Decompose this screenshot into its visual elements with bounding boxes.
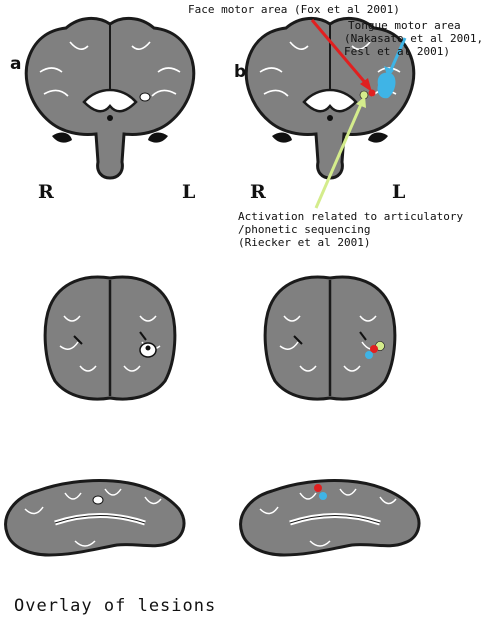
articulatory-label-3: (Riecker et al 2001): [238, 236, 371, 249]
tongue-motor-marker-sagittal: [319, 492, 327, 500]
face-motor-marker-sagittal: [314, 484, 322, 492]
tongue-motor-arrow: [388, 37, 407, 73]
lesion-overlay-sagittal: [92, 495, 104, 505]
orientation-right-a: R: [38, 181, 54, 203]
articulatory-label-1: Activation related to articulatory: [238, 210, 464, 223]
articulatory-arrow: [314, 101, 364, 209]
tongue-motor-label-1: Tongue motor area: [348, 19, 461, 32]
face-motor-marker-axial: [370, 345, 378, 353]
face-motor-label: Face motor area (Fox et al 2001): [188, 3, 400, 16]
panel-label-b: b: [234, 62, 247, 82]
tongue-motor-marker-axial: [365, 351, 373, 359]
tongue-motor-label-3: Fesl et al 2001): [344, 45, 450, 58]
orientation-right-b: R: [250, 181, 266, 203]
orientation-left-a: L: [182, 181, 196, 203]
articulatory-label-2: /phonetic sequencing: [238, 223, 371, 236]
lesion-overlay-coronal: [139, 92, 151, 102]
face-motor-arrow: [310, 19, 370, 87]
face-motor-marker-coronal: [368, 89, 376, 97]
figure-caption: Overlay of lesions: [14, 596, 217, 616]
panel-label-a: a: [10, 54, 22, 74]
tongue-motor-region: [377, 72, 396, 99]
orientation-left-b: L: [392, 181, 406, 203]
tongue-motor-label-2: (Nakasato et al 2001,: [344, 32, 484, 45]
